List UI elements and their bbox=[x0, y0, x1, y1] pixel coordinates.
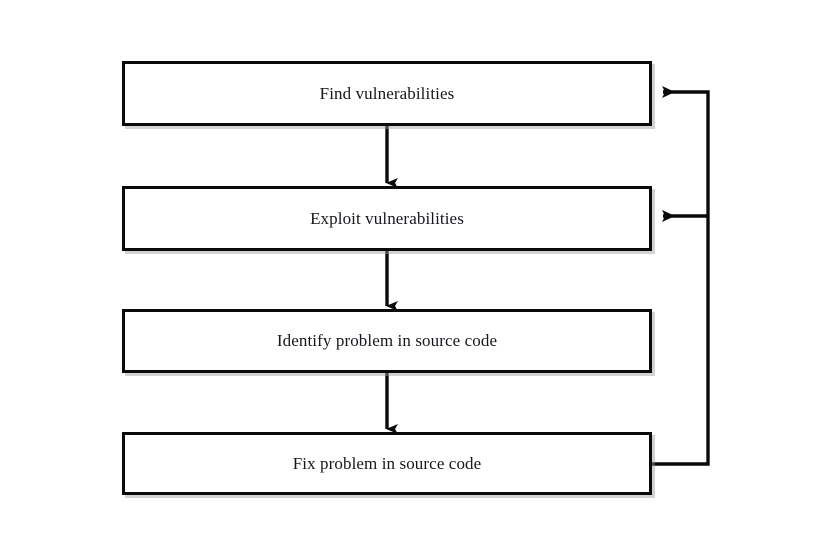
flow-node-label: Fix problem in source code bbox=[292, 453, 482, 473]
flow-node-label: Identify problem in source code bbox=[276, 331, 498, 351]
flow-node-identify-problem-in-source-code[interactable]: Identify problem in source code bbox=[122, 309, 652, 373]
flow-node-label: Exploit vulnerabilities bbox=[310, 208, 464, 228]
flow-node-exploit-vulnerabilities[interactable]: Exploit vulnerabilities bbox=[122, 186, 652, 251]
edge-fix-to-find-feedback bbox=[652, 86, 710, 466]
flow-node-fix-problem-in-source-code[interactable]: Fix problem in source code bbox=[122, 432, 652, 495]
flow-node-label: Find vulnerabilities bbox=[319, 83, 455, 103]
flow-node-find-vulnerabilities[interactable]: Find vulnerabilities bbox=[122, 61, 652, 126]
